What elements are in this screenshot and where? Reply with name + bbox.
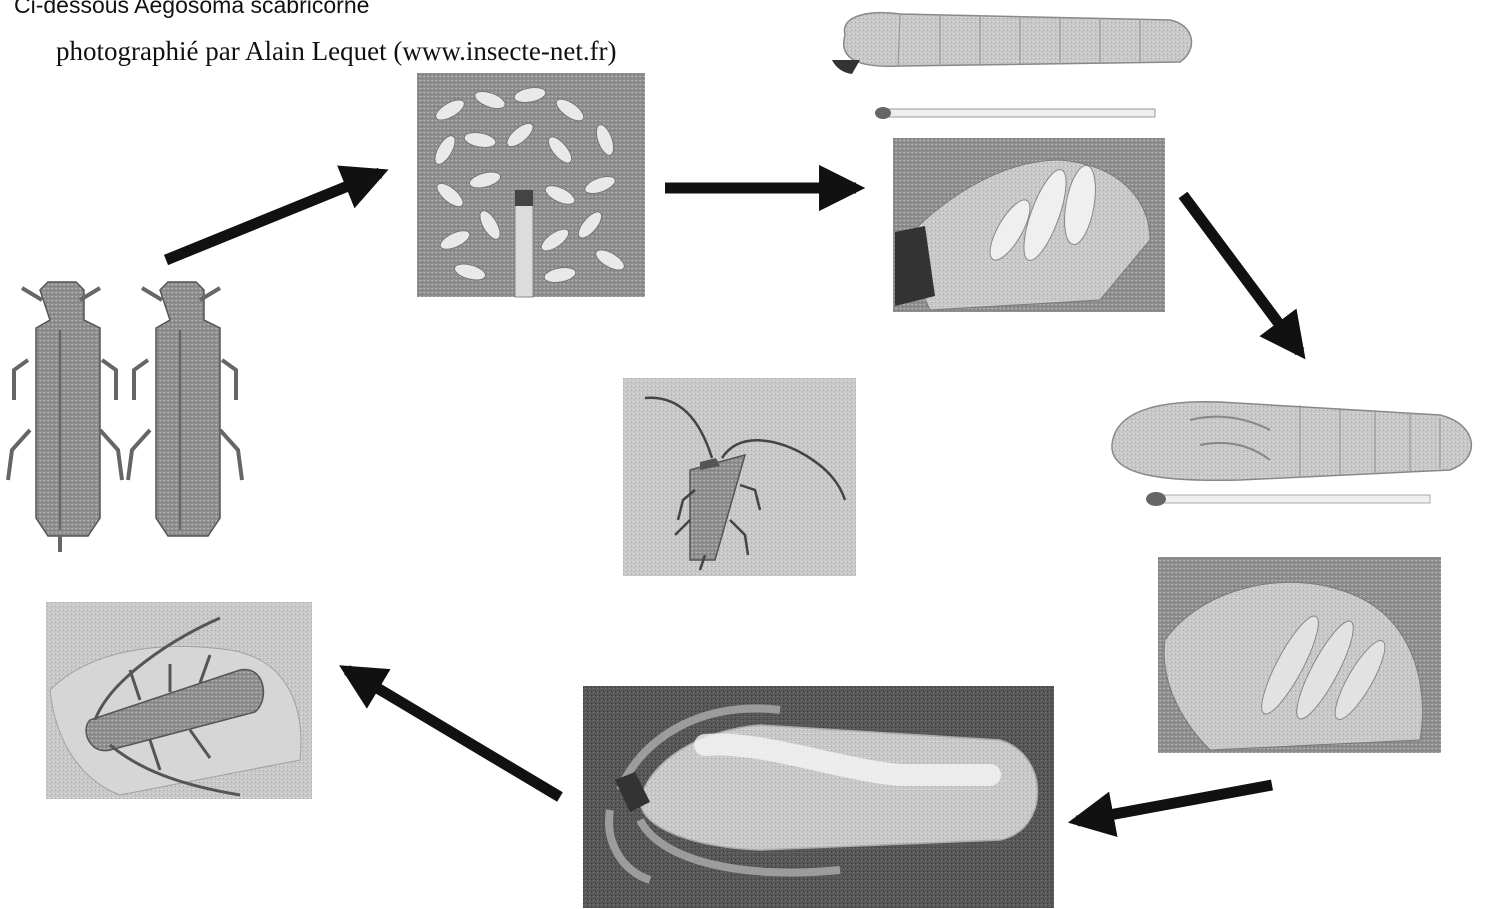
photo-adults-pair (8, 282, 242, 552)
arrow-pupa-to-adult (347, 670, 560, 797)
photo-adult-center (623, 378, 856, 576)
arrow-larva-to-prepupa (1183, 195, 1300, 352)
photo-prepupa (1112, 402, 1471, 506)
photo-larva (832, 13, 1191, 119)
arrow-pupae-to-pupa (1077, 785, 1272, 821)
photo-pupa (583, 686, 1054, 908)
photo-eggs (417, 73, 645, 297)
photo-pupae-hand (1158, 557, 1441, 753)
photo-adult-hand (46, 602, 312, 799)
photo-larvae-hand (893, 138, 1165, 312)
arrow-adults-to-eggs (166, 173, 380, 260)
